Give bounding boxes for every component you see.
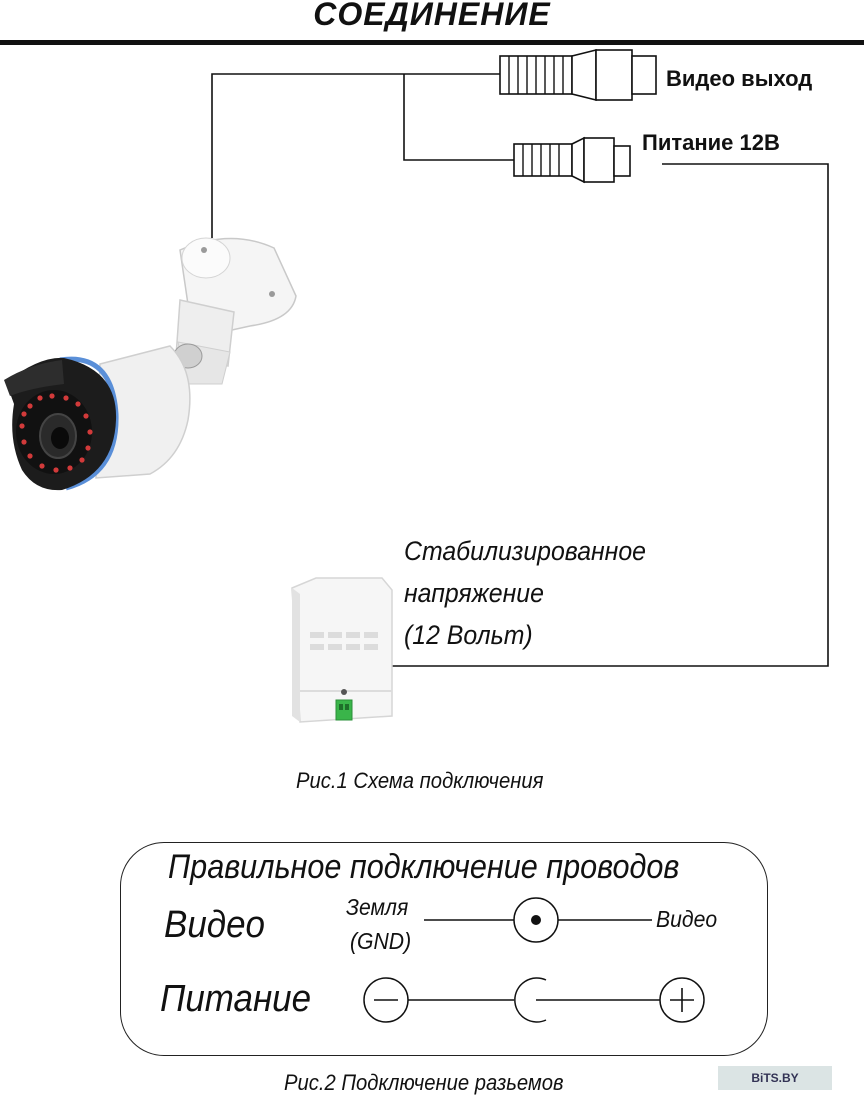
dc-jack-symbol <box>514 977 547 1023</box>
video-pin-diagram <box>424 897 652 943</box>
panel-title: Правильное подключение проводов <box>168 848 680 886</box>
power-supply-description: Стабилизированное напряжение (12 Вольт) <box>404 530 646 656</box>
power-row-label: Питание <box>160 978 312 1020</box>
bnc-center-pin <box>531 915 541 925</box>
wiring-panel <box>120 842 768 1056</box>
camera-image <box>4 237 297 491</box>
page-title: СОЕДИНЕНИЕ <box>313 0 551 32</box>
psu-line-1: Стабилизированное <box>404 536 646 566</box>
power-branch-cable <box>403 74 514 161</box>
ground-label: Земля <box>346 894 409 920</box>
title-underline <box>0 40 864 45</box>
ir-leds <box>19 393 93 473</box>
psu-cable <box>392 163 829 667</box>
figure-2-caption: Рис.2 Подключение разьемов <box>284 1070 564 1095</box>
watermark: BiTS.BY <box>718 1066 832 1090</box>
figure-1-caption: Рис.1 Схема подключения <box>296 768 544 793</box>
psu-line-2: напряжение <box>404 578 544 608</box>
gnd-label: (GND) <box>350 928 412 954</box>
wires <box>211 73 829 667</box>
plus-terminal <box>659 977 705 1023</box>
video-connector <box>499 48 657 102</box>
power-connector <box>513 136 631 184</box>
video-out-label: Видео выход <box>666 66 813 91</box>
video-signal-label: Видео <box>656 906 718 932</box>
power-supply-image <box>291 577 393 723</box>
camera-cable <box>211 73 500 238</box>
psu-vents <box>310 632 378 650</box>
power-label: Питание 12В <box>642 130 780 155</box>
psu-line-3: (12 Вольт) <box>404 620 533 650</box>
video-row-label: Видео <box>164 904 265 946</box>
power-pin-diagram <box>363 977 705 1023</box>
